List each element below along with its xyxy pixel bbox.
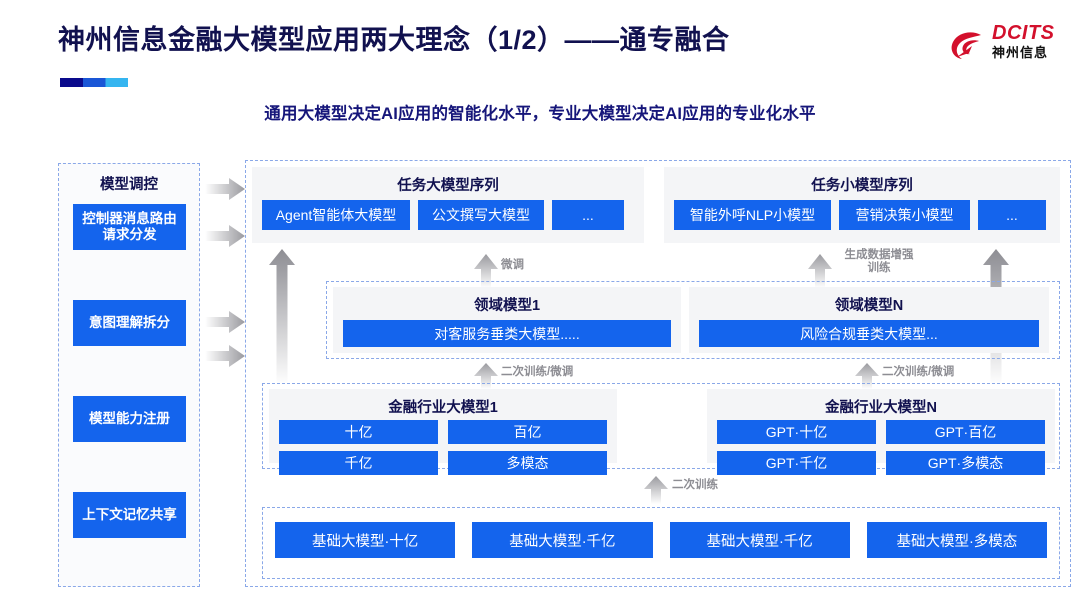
up-arrow-retrain-finetune-left-icon — [474, 363, 498, 389]
control-item-intent[interactable]: 意图理解拆分 — [73, 300, 186, 346]
task-small-model-cells: 智能外呼NLP小模型 营销决策小模型 ... — [664, 195, 1060, 239]
arrow-label-retrain-finetune-right: 二次训练/微调 — [882, 366, 955, 378]
industry-cell-gpt-10b[interactable]: GPT·百亿 — [886, 420, 1045, 444]
industry-model-n-cells: GPT·十亿 GPT·百亿 GPT·千亿 GPT·多模态 — [707, 417, 1055, 483]
task-large-model-cells: Agent智能体大模型 公文撰写大模型 ... — [252, 195, 644, 239]
industry-cell-100b[interactable]: 千亿 — [279, 451, 438, 475]
side-arrow-1-icon — [205, 178, 245, 200]
task-cell-agent[interactable]: Agent智能体大模型 — [262, 200, 410, 230]
page-subtitle: 通用大模型决定AI应用的智能化水平，专业大模型决定AI应用的专业化水平 — [264, 105, 816, 123]
title-accent-bar — [60, 78, 128, 87]
base-cell-multimodal[interactable]: 基础大模型·多模态 — [866, 522, 1047, 558]
task-cell-more[interactable]: ... — [978, 200, 1046, 230]
logo-en-text: DCITS — [992, 22, 1055, 44]
industry-cell-gpt-1b[interactable]: GPT·十亿 — [717, 420, 876, 444]
arrow-label-retrain-finetune-left: 二次训练/微调 — [501, 366, 574, 378]
domain-model-n-group: 领域模型N 风险合规垂类大模型... — [689, 287, 1049, 353]
domain-cell-risk-compliance[interactable]: 风险合规垂类大模型... — [699, 320, 1039, 347]
arrow-label-gen-data-line1: 生成数据增强 — [844, 249, 914, 261]
industry-model-n-title: 金融行业大模型N — [825, 400, 937, 416]
domain-model-n-title: 领域模型N — [834, 298, 904, 314]
industry-model-1-cells: 十亿 百亿 千亿 多模态 — [269, 417, 617, 483]
dcits-logo: DCITS 神州信息 — [948, 22, 1068, 72]
arrow-label-gen-data-line2: 训练 — [867, 262, 891, 275]
domain-model-1-title: 领域模型1 — [473, 298, 541, 314]
task-large-model-group: 任务大模型序列 Agent智能体大模型 公文撰写大模型 ... — [252, 167, 644, 243]
side-arrow-2-icon — [205, 225, 245, 247]
task-cell-nlp-outbound[interactable]: 智能外呼NLP小模型 — [674, 200, 831, 230]
domain-cell-customer-service[interactable]: 对客服务垂类大模型..... — [343, 320, 671, 347]
logo-cn-text: 神州信息 — [992, 45, 1049, 60]
long-up-arrow-left-icon — [269, 249, 295, 385]
model-stack-panel: 任务大模型序列 Agent智能体大模型 公文撰写大模型 ... 任务小模型序列 … — [245, 160, 1071, 587]
task-small-model-group: 任务小模型序列 智能外呼NLP小模型 营销决策小模型 ... — [664, 167, 1060, 243]
page-title: 神州信息金融大模型应用两大理念（1/2）——通专融合 — [58, 25, 730, 55]
logo-wordmark: DCITS 神州信息 — [992, 23, 1055, 61]
industry-cell-multimodal[interactable]: 多模态 — [448, 451, 607, 475]
model-control-title: 模型调控 — [100, 177, 158, 193]
industry-model-n-group: 金融行业大模型N GPT·十亿 GPT·百亿 GPT·千亿 GPT·多模态 — [707, 389, 1055, 475]
task-small-model-title: 任务小模型序列 — [811, 178, 913, 194]
industry-model-1-group: 金融行业大模型1 十亿 百亿 千亿 多模态 — [269, 389, 617, 475]
up-arrow-gen-data-icon — [808, 254, 832, 288]
up-arrow-retrain-icon — [644, 476, 668, 504]
arrow-label-retrain: 二次训练 — [672, 479, 718, 491]
domain-model-1-cells: 对客服务垂类大模型..... — [333, 315, 681, 356]
model-control-panel: 模型调控 控制器消息路由请求分发 意图理解拆分 模型能力注册 上下文记忆共享 — [58, 163, 200, 587]
arrow-label-gen-data-aug: 生成数据增强 训练 — [836, 249, 922, 275]
industry-cell-gpt-100b[interactable]: GPT·千亿 — [717, 451, 876, 475]
task-cell-marketing-decision[interactable]: 营销决策小模型 — [839, 200, 970, 230]
base-cell-100b-a[interactable]: 基础大模型·千亿 — [472, 522, 653, 558]
side-arrow-3-icon — [205, 311, 245, 333]
industry-cell-10b[interactable]: 百亿 — [448, 420, 607, 444]
side-arrow-4-icon — [205, 345, 245, 367]
task-large-model-title: 任务大模型序列 — [397, 178, 499, 194]
control-item-capability-register[interactable]: 模型能力注册 — [73, 396, 186, 442]
domain-model-n-cells: 风险合规垂类大模型... — [689, 315, 1049, 356]
task-cell-doc-writing[interactable]: 公文撰写大模型 — [418, 200, 544, 230]
logo-swirl-icon — [948, 26, 988, 66]
control-item-router[interactable]: 控制器消息路由请求分发 — [73, 204, 186, 250]
task-cell-more[interactable]: ... — [552, 200, 624, 230]
control-item-context-memory[interactable]: 上下文记忆共享 — [73, 492, 186, 538]
base-model-cells: 基础大模型·十亿 基础大模型·千亿 基础大模型·千亿 基础大模型·多模态 — [263, 508, 1059, 572]
industry-model-1-title: 金融行业大模型1 — [388, 400, 498, 416]
up-arrow-finetune-icon — [474, 254, 498, 288]
up-arrow-retrain-finetune-right-icon — [855, 363, 879, 389]
industry-cell-gpt-multimodal[interactable]: GPT·多模态 — [886, 451, 1045, 475]
industry-model-band: 金融行业大模型1 十亿 百亿 千亿 多模态 金融行业大模型N GPT·十亿 GP… — [262, 383, 1060, 475]
base-cell-1b[interactable]: 基础大模型·十亿 — [275, 522, 456, 558]
base-model-band: 基础大模型·十亿 基础大模型·千亿 基础大模型·千亿 基础大模型·多模态 — [262, 507, 1060, 579]
domain-model-band: 领域模型1 对客服务垂类大模型..... 领域模型N 风险合规垂类大模型... — [326, 281, 1060, 359]
arrow-label-finetune: 微调 — [501, 259, 524, 271]
industry-cell-1b[interactable]: 十亿 — [279, 420, 438, 444]
base-cell-100b-b[interactable]: 基础大模型·千亿 — [669, 522, 850, 558]
domain-model-1-group: 领域模型1 对客服务垂类大模型..... — [333, 287, 681, 353]
